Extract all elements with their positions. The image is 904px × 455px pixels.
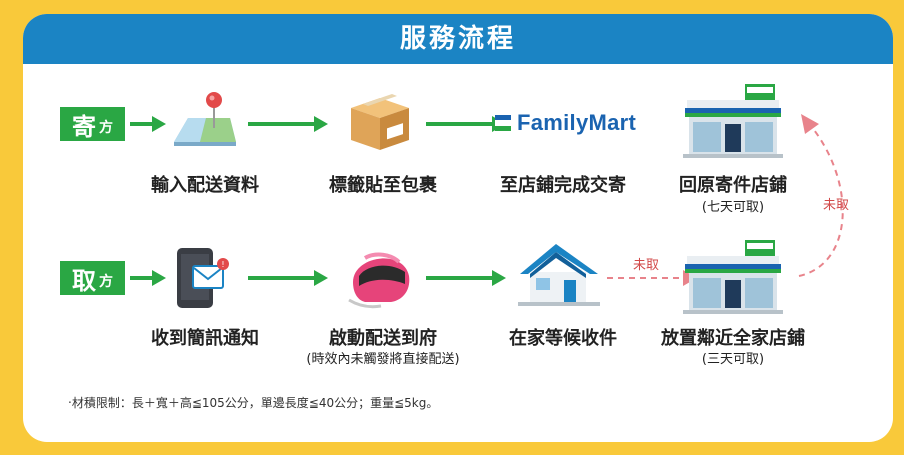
step-home-delivery-label: 啟動配送到府 [329, 328, 437, 349]
step-drop-off-label: 至店鋪完成交寄 [500, 175, 626, 196]
step-nearby-store-sub: (三天可取) [701, 352, 765, 367]
home-icon [518, 244, 600, 306]
step-attach-label-label: 標籤貼至包裹 [329, 175, 437, 196]
step-home-delivery-sub: (時效內未觸發將直接配送) [306, 352, 460, 367]
arrow-send-1 [248, 116, 328, 132]
map-pin-icon [174, 92, 236, 146]
familymart-stripes-icon [495, 115, 511, 131]
brand-name: FamilyMart [517, 110, 637, 135]
store-origin-icon [683, 84, 783, 158]
parcel-box-icon [351, 94, 409, 150]
not-picked-label-mid: 未取 [633, 258, 660, 273]
step-sms-label: 收到簡訊通知 [151, 328, 259, 349]
step-return-store-sub: (七天可取) [701, 200, 765, 215]
arrow-receive-2 [426, 270, 506, 286]
sender-tag-char: 寄 [72, 112, 96, 141]
receiver-tag-suffix: 方 [99, 274, 113, 290]
store-nearby-icon [683, 240, 783, 314]
step-enter-info-label: 輸入配送資料 [151, 175, 259, 196]
not-picked-label-right: 未取 [823, 198, 850, 213]
arrow-receive-1 [248, 270, 328, 286]
card-header [23, 14, 893, 64]
page-title: 服務流程 [399, 24, 516, 54]
sender-tag-suffix: 方 [99, 120, 113, 136]
familymart-logo: FamilyMart [495, 110, 636, 136]
step-wait-home-label: 在家等候收件 [509, 328, 617, 349]
arrow-sender-start [130, 116, 166, 132]
step-nearby-store-label: 放置鄰近全家店鋪 [661, 328, 805, 349]
receiver-tag-char: 取 [72, 266, 96, 295]
sms-notification-icon: ! [177, 248, 229, 308]
svg-text:!: ! [221, 260, 224, 269]
size-limit-note: ‧材積限制：長＋寬＋高≦105公分，單邊長度≦40公分；重量≦5kg。 [68, 396, 439, 410]
delivery-helmet-icon [348, 252, 410, 309]
arrow-send-2 [426, 116, 506, 132]
service-flow-card: 服務流程 寄 方 FamilyMart [23, 14, 893, 442]
step-return-store-label: 回原寄件店鋪 [679, 175, 787, 196]
arrow-receiver-start [130, 270, 166, 286]
sender-tag: 寄 方 [60, 107, 125, 141]
receiver-tag: 取 方 [60, 261, 125, 295]
not-picked-return-arrow [798, 114, 844, 277]
